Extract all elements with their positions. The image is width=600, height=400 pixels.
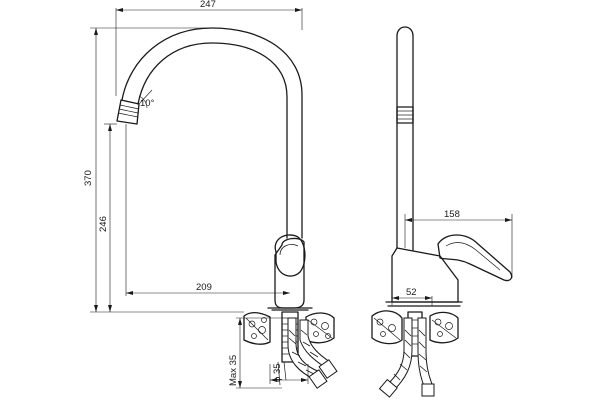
spout-inner-contour [137, 42, 288, 239]
side-riser [396, 26, 414, 251]
dim-mount-hole-label: ϕ 35 [272, 363, 283, 382]
front-view: 10° [83, 0, 338, 389]
angle-label: 10° [140, 98, 155, 109]
lever-handle [274, 234, 306, 277]
dim-max-deck-label: Max 35 [228, 355, 239, 386]
dim-spout-reach-label: 209 [196, 282, 212, 293]
dim-overall-width: 247 [115, 0, 303, 96]
side-ring-detail [396, 106, 414, 124]
dim-spout-reach: 209 [125, 124, 290, 296]
supply-hoses-side [378, 311, 435, 398]
dim-outlet-height-label: 246 [98, 216, 109, 232]
dim-base-depth-label: 52 [406, 287, 417, 298]
dim-side-projection: 158 [404, 209, 513, 278]
faucet-body [267, 234, 313, 311]
side-body [385, 234, 513, 307]
side-lever-handle [437, 234, 513, 282]
side-view: 158 52 [371, 26, 513, 398]
dim-overall-height: 370 [83, 27, 244, 313]
angle-arc [138, 95, 148, 109]
dim-mount-hole: ϕ 35 [269, 363, 309, 384]
aerator [116, 99, 140, 125]
supply-hoses-front [277, 317, 338, 389]
countertop-section [243, 311, 335, 345]
dim-outlet-height: 246 [98, 123, 117, 312]
side-countertop-section [371, 310, 459, 345]
spout-outer-contour [121, 27, 303, 239]
dim-max-deck: Max 35 [228, 317, 282, 389]
dim-base-depth: 52 [391, 287, 433, 306]
dim-side-projection-label: 158 [444, 209, 460, 220]
dim-overall-width-label: 247 [200, 0, 216, 10]
dim-overall-height-label: 370 [83, 170, 94, 186]
